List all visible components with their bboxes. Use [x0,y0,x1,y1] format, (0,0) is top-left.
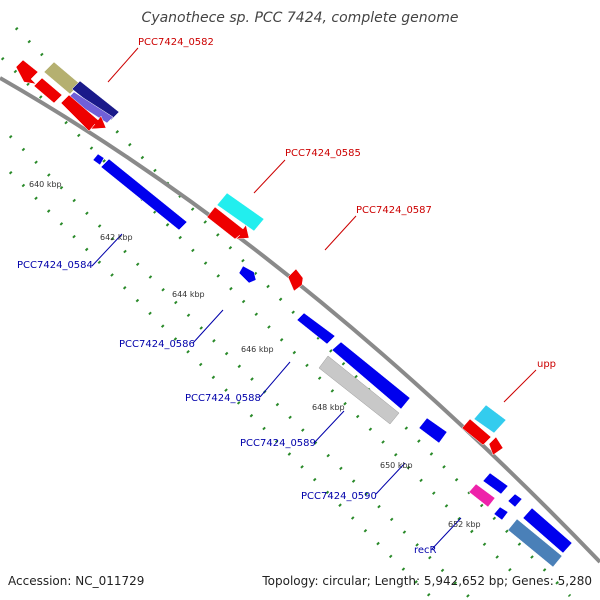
gene-reverse-blue [238,265,257,284]
gene-label-pcc7424-0586: PCC7424_0586 [119,339,195,350]
gene-reverse-blue [296,312,336,345]
gene-forward-red [15,59,39,85]
gene-label-pcc7424-0585: PCC7424_0585 [285,148,361,159]
gene-forward-lightblue [473,404,507,434]
guide-row-inner [8,170,432,598]
callout-line-0590 [375,462,406,495]
callout-line-0582 [107,47,139,83]
gene-label-upp: upp [537,359,556,370]
gene-reverse-silver [318,355,400,425]
guide-row-reverse [8,134,472,600]
gene-label-pcc7424-0590: PCC7424_0590 [301,491,377,502]
gene-reverse-blue [522,507,573,554]
callout-line-0586 [192,309,224,344]
gene-forward-red [488,436,504,456]
scale-label-640: 640 kbp [29,180,62,189]
gene-forward-red [33,77,63,104]
callout-line-0587 [324,215,357,251]
gene-forward-red [461,418,492,446]
gene-reverse-blue [507,493,523,508]
gene-reverse-magenta [468,483,496,508]
scale-label-644: 644 kbp [172,290,205,299]
scale-label-648: 648 kbp [312,403,345,412]
callout-line-0588 [259,361,291,398]
guide-row-outer [14,26,572,598]
gene-label-pcc7424-0588: PCC7424_0588 [185,393,261,404]
callout-line-0585 [253,159,286,194]
scale-label-650: 650 kbp [380,461,413,470]
callout-line-recR [431,517,462,550]
callout-line-0589 [313,410,345,444]
callout-line-0584 [91,233,123,267]
gene-reverse-blue [331,341,411,410]
gene-reverse-blue [92,153,105,166]
gene-label-pcc7424-0587: PCC7424_0587 [356,205,432,216]
gene-reverse-blue [418,417,448,444]
scale-label-646: 646 kbp [241,345,274,354]
gene-reverse-blue [100,158,188,231]
topology-text: Topology: circular; Length: 5,942,652 bp… [262,574,592,588]
scale-label-642: 642 kbp [100,233,133,242]
map-title: Cyanothece sp. PCC 7424, complete genome [141,10,459,26]
gene-label-pcc7424-0582: PCC7424_0582 [138,37,214,48]
gene-forward-cyan [216,192,265,232]
gene-forward-red [60,94,107,132]
gene-forward-red [287,268,304,292]
guide-row-forward [0,56,522,582]
gene-forward-red [206,206,250,240]
gene-reverse-blue [482,472,509,495]
scale-label-652: 652 kbp [448,520,481,529]
gene-reverse-steelblue [507,518,563,568]
gene-forward-slateblue [67,91,114,124]
accession-text: Accession: NC_011729 [8,574,145,588]
gene-label-pcc7424-0584: PCC7424_0584 [17,260,93,271]
gene-reverse-blue [493,506,509,521]
gene-label-pcc7424-0589: PCC7424_0589 [240,438,316,449]
callout-line-upp [503,369,537,403]
gene-label-recr: recR [414,545,437,556]
